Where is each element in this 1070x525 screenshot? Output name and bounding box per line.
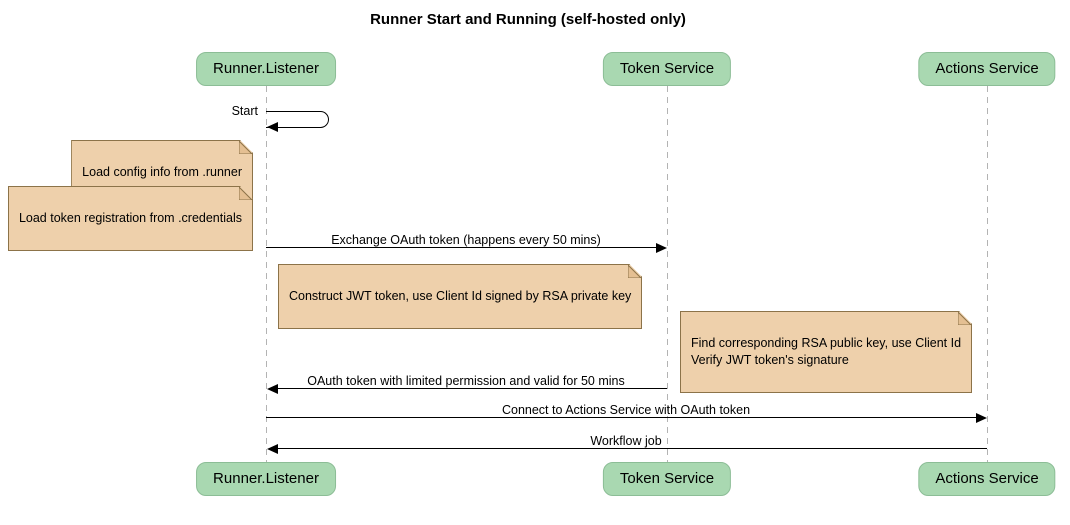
note-fold-icon: [958, 312, 971, 325]
note-load-token-registration: Load token registration from .credential…: [8, 186, 253, 251]
note-construct-jwt: Construct JWT token, use Client Id signe…: [278, 264, 642, 329]
message-exchange-oauth-line: [266, 247, 658, 248]
lifeline-actions-service: [987, 86, 988, 462]
diagram-title: Runner Start and Running (self-hosted on…: [370, 11, 686, 28]
arrowhead-left-icon: [267, 444, 278, 454]
message-oauth-token-response-label: OAuth token with limited permission and …: [307, 374, 625, 388]
participant-actions-service-bottom: Actions Service: [918, 462, 1056, 496]
lifeline-runner-listener: [266, 86, 267, 462]
arrowhead-left-icon: [267, 384, 278, 394]
arrowhead-right-icon: [976, 413, 987, 423]
arrowhead-right-icon: [656, 243, 667, 253]
note-text: Load config info from .runner: [82, 165, 242, 179]
arrowhead-left-icon: [267, 122, 278, 132]
note-text: Load token registration from .credential…: [18, 211, 242, 225]
note-fold-icon: [239, 141, 252, 154]
message-connect-actions-line: [266, 417, 976, 418]
participant-runner-listener-top: Runner.Listener: [196, 52, 336, 86]
lifeline-token-service: [667, 86, 668, 462]
participant-runner-listener-bottom: Runner.Listener: [196, 462, 336, 496]
participant-actions-service-top: Actions Service: [918, 52, 1056, 86]
participant-token-service-bottom: Token Service: [602, 462, 732, 496]
note-verify-jwt: Find corresponding RSA public key, use C…: [680, 311, 972, 393]
message-exchange-oauth-label: Exchange OAuth token (happens every 50 m…: [331, 233, 601, 247]
note-text: Find corresponding RSA public key, use C…: [691, 336, 962, 367]
message-connect-actions-label: Connect to Actions Service with OAuth to…: [501, 403, 751, 417]
note-fold-icon: [628, 265, 641, 278]
message-workflow-job-line: [277, 448, 987, 449]
self-message-start-label: Start: [231, 104, 258, 118]
note-text: Construct JWT token, use Client Id signe…: [289, 289, 632, 303]
message-workflow-job-label: Workflow job: [590, 434, 662, 448]
note-fold-icon: [239, 187, 252, 200]
message-oauth-token-response-line: [277, 388, 667, 389]
participant-token-service-top: Token Service: [602, 52, 732, 86]
self-message-start-loop: [266, 111, 329, 128]
